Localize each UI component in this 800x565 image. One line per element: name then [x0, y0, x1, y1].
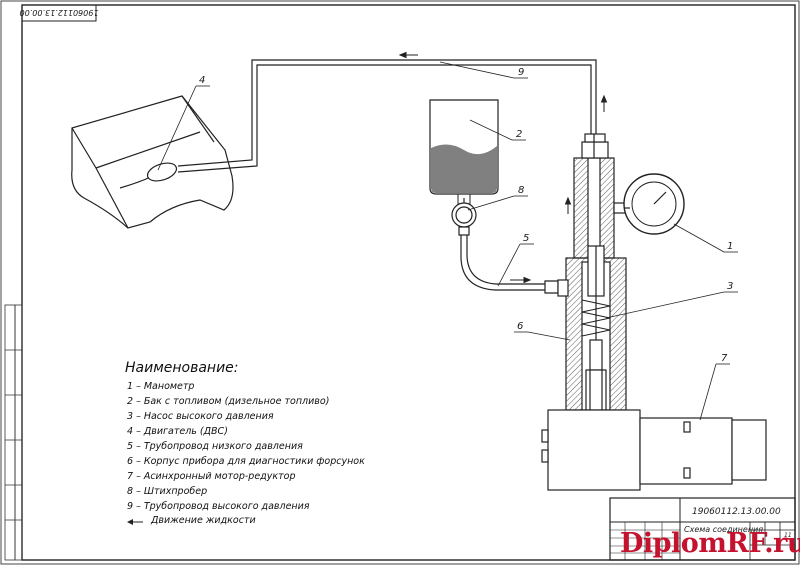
callout-7: 7 [721, 353, 728, 364]
legend-flow-note: Движение жидкости [151, 515, 256, 526]
legend-item-4: 4 – Двигатель (ДВС) [127, 426, 228, 437]
legend-item-9: 9 – Трубопровод высокого давления [127, 501, 310, 512]
legend-item-5: 5 – Трубопровод низкого давления [127, 441, 303, 452]
legend-item-8: 8 – Штихпробер [127, 486, 208, 497]
watermark-logo: DiplomRF.ru [620, 528, 800, 559]
left-margin-strip [4, 304, 23, 561]
top-stamp: 19060112.13.00.00 [20, 4, 99, 22]
sampler-gauge [451, 198, 477, 236]
callout-2: 2 [516, 129, 522, 140]
device-body [557, 133, 631, 411]
title-block-grid [609, 497, 796, 561]
callout-6: 6 [517, 321, 523, 332]
legend-item-7: 7 – Асинхронный мотор-редуктор [127, 471, 296, 482]
callout-1: 1 [727, 241, 733, 252]
callout-4: 4 [199, 75, 205, 86]
legend-title: Наименование: [125, 360, 239, 376]
fuel-tank [429, 99, 499, 205]
top-stamp-code: 19060112.13.00.00 [20, 8, 99, 17]
callout-3: 3 [727, 281, 733, 292]
callout-leaders [157, 61, 738, 421]
flow-arrow-icon [127, 519, 143, 525]
high-pressure-line [177, 59, 597, 173]
callout-5: 5 [523, 233, 529, 244]
engine-sketch [71, 95, 234, 229]
callout-9: 9 [518, 67, 524, 78]
callout-labels: 4 9 2 8 5 6 3 1 7 [199, 67, 733, 364]
drawing-frame [21, 4, 796, 561]
title-block-name: Схема соединения [684, 525, 764, 534]
title-block-doc-code: 19060112.13.00.00 [692, 507, 781, 517]
manometer [623, 173, 685, 235]
legend-item-6: 6 – Корпус прибора для диагностики форсу… [127, 456, 365, 467]
flow-arrows [398, 51, 608, 284]
legend-item-3: 3 – Насос высокого давления [127, 411, 274, 422]
motor-reducer [541, 409, 767, 491]
legend-item-1: 1 – Манометр [127, 381, 195, 392]
legend-item-2: 2 – Бак с топливом (дизельное топливо) [127, 396, 330, 407]
title-block-sheets: 11 [784, 532, 792, 539]
callout-8: 8 [518, 185, 524, 196]
